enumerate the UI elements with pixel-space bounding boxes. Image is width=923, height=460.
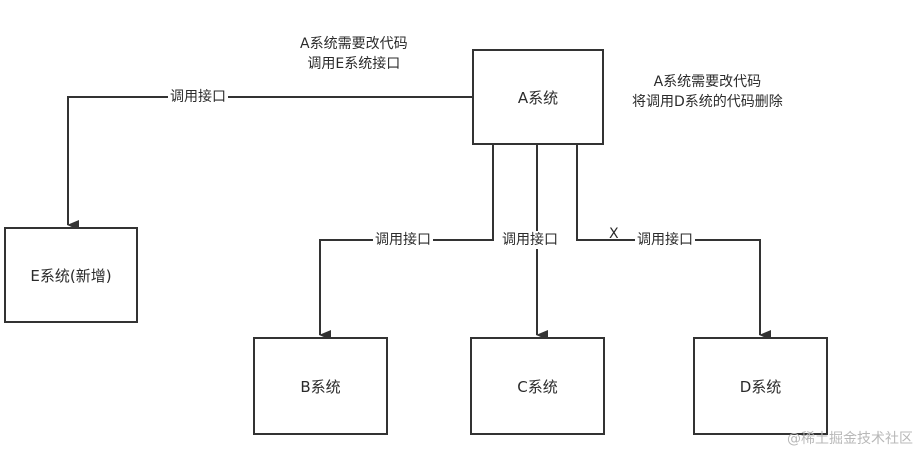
note-left-line2: 调用E系统接口 xyxy=(307,56,401,72)
edge-label-a-to-e: 调用接口 xyxy=(168,88,228,106)
note-left-line1: A系统需要改代码 xyxy=(300,36,408,52)
node-e-system: E系统(新增) xyxy=(4,227,138,323)
node-d-system: D系统 xyxy=(693,337,828,435)
node-a-system: A系统 xyxy=(472,49,604,145)
node-c-system: C系统 xyxy=(470,337,605,435)
edge-label-a-to-d: 调用接口 xyxy=(635,231,695,249)
node-d-label: D系统 xyxy=(739,377,782,396)
note-right-line2: 将调用D系统的代码删除 xyxy=(632,94,783,110)
node-b-system: B系统 xyxy=(253,337,388,435)
node-b-label: B系统 xyxy=(300,377,341,396)
watermark: @稀土掘金技术社区 xyxy=(787,431,913,447)
note-right: A系统需要改代码 将调用D系统的代码删除 xyxy=(632,72,783,112)
edge-label-a-to-b: 调用接口 xyxy=(373,231,433,249)
node-e-label: E系统(新增) xyxy=(30,266,112,285)
node-a-label: A系统 xyxy=(517,88,559,107)
edge-a-to-e xyxy=(67,96,472,230)
edge-label-a-to-c: 调用接口 xyxy=(500,231,560,249)
removed-edge-marker: X xyxy=(609,226,619,242)
note-left: A系统需要改代码 调用E系统接口 xyxy=(300,34,408,74)
note-right-line1: A系统需要改代码 xyxy=(653,74,762,90)
node-c-label: C系统 xyxy=(517,377,558,396)
